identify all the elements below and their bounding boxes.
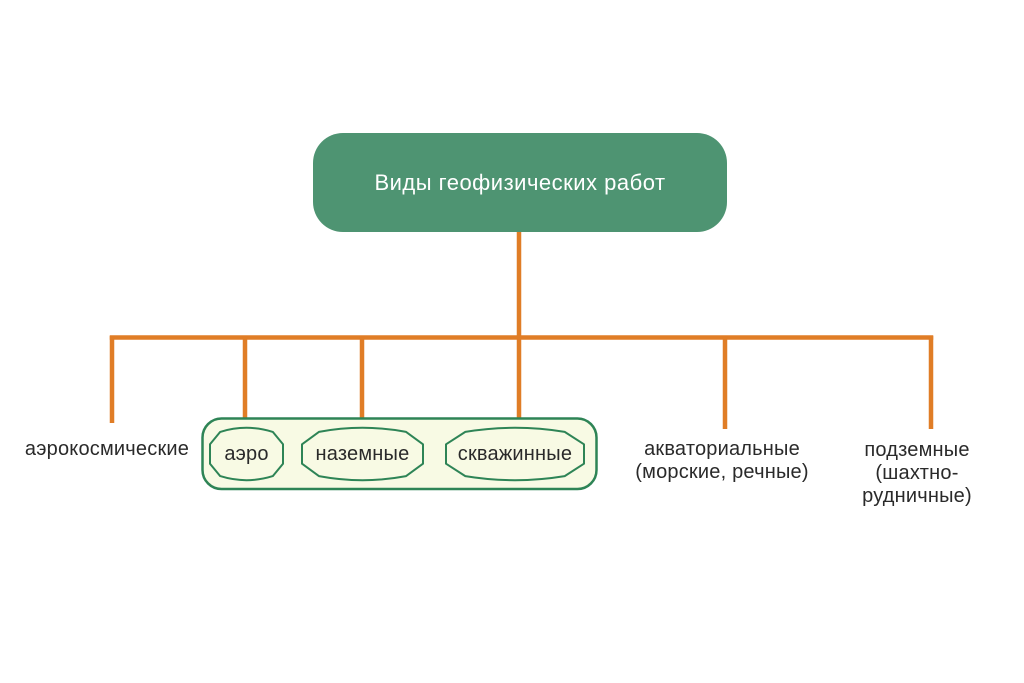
label-aerospace-line1: аэрокосмические: [24, 438, 190, 460]
label-aerospace: аэрокосмические: [7, 438, 207, 461]
badge-ground-shape: [301, 426, 424, 482]
badge-borehole-shape: [445, 426, 585, 482]
label-aquatic-line2: (морские, речные): [635, 461, 809, 483]
label-aquatic: акваториальные (морские, речные): [622, 438, 822, 484]
badge-ground-label: наземные: [315, 442, 410, 465]
root-node-shape: [313, 133, 727, 232]
label-underground-line3: рудничные): [862, 485, 972, 507]
label-underground-line2: (шахтно-: [875, 462, 959, 484]
badge-borehole-label: скважинные: [457, 442, 573, 465]
root-node-label: Виды геофизических работ: [374, 169, 666, 195]
badge-aero-label: аэро: [224, 442, 269, 465]
label-underground-line1: подземные: [864, 439, 970, 461]
label-aquatic-line1: акваториальные: [644, 438, 800, 460]
label-underground: подземные (шахтно- рудничные): [827, 439, 1007, 508]
badge-aero-shape: [209, 426, 284, 482]
